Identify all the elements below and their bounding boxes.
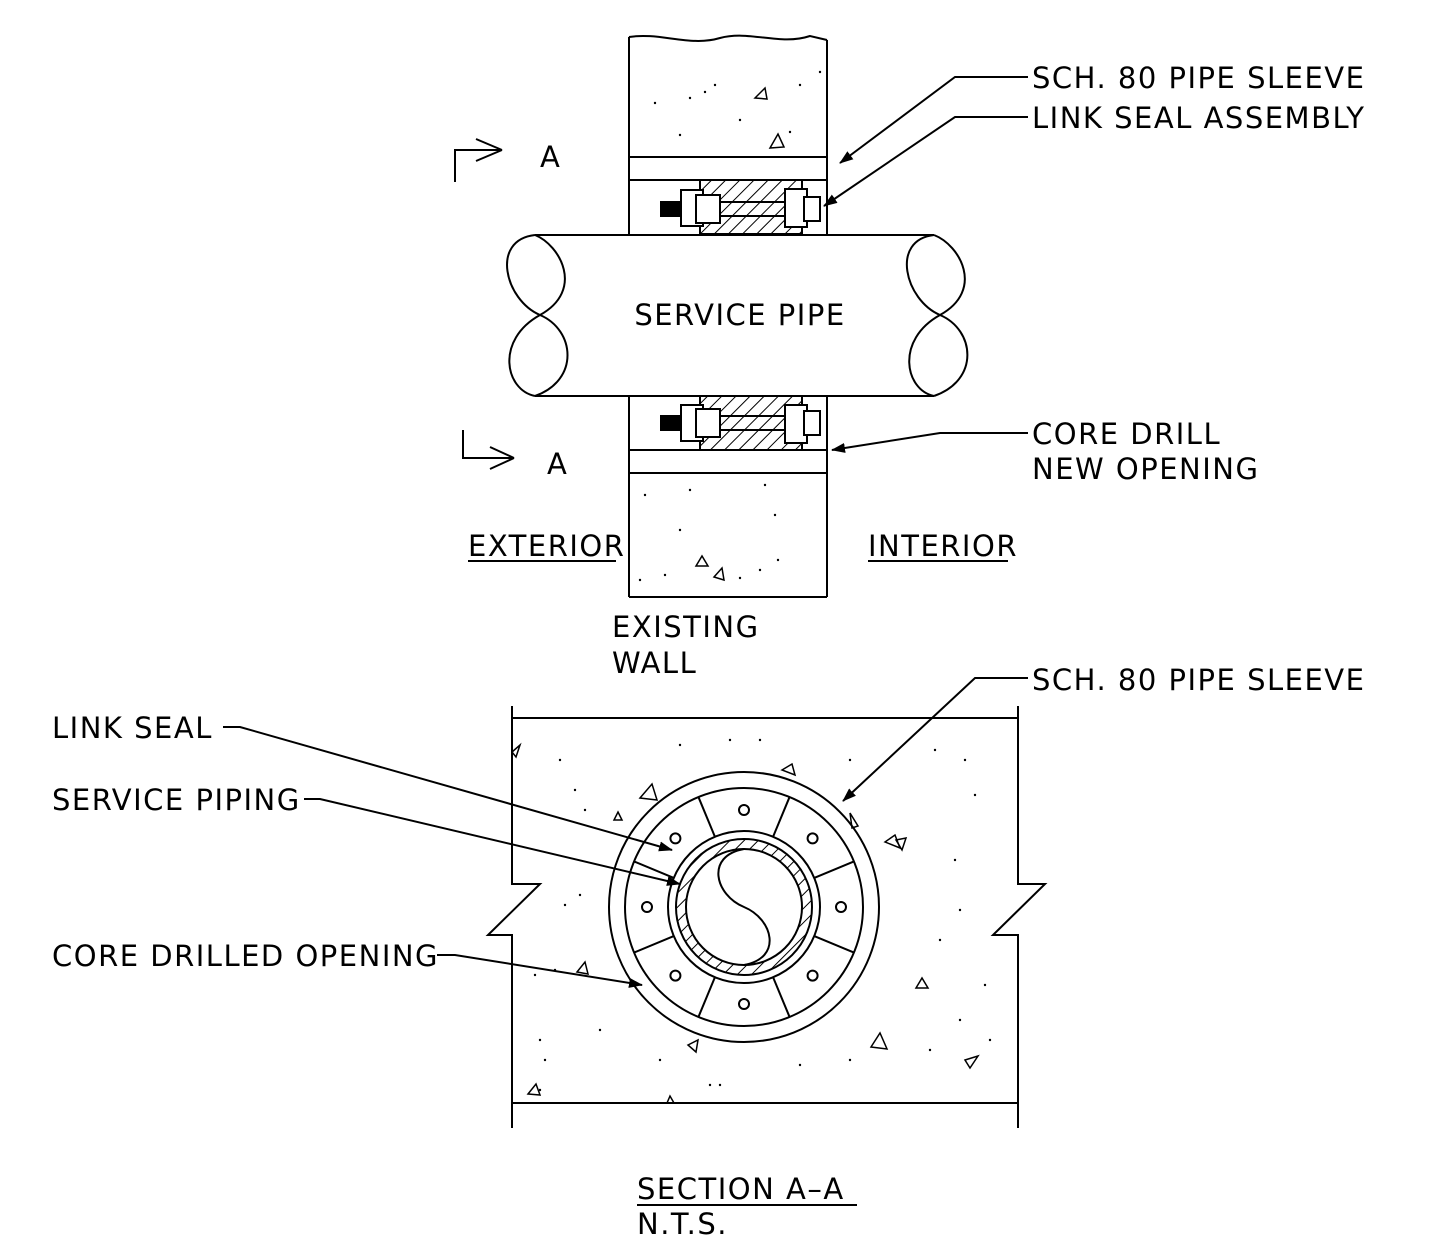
- callout-sleeve-elevation: SCH. 80 PIPE SLEEVE: [839, 61, 1365, 164]
- link-seal-lower: [660, 395, 821, 451]
- link-seal-bolt: [641, 901, 653, 913]
- section-view: SCH. 80 PIPE SLEEVE LINK SEAL SERVICE PI…: [52, 663, 1365, 1240]
- elevation-view: SERVICE PIPE A A SCH. 80 PIPE SLEEVE LIN…: [454, 34, 1366, 680]
- section-mark-bottom-letter: A: [547, 447, 568, 481]
- service-piping-section: [675, 838, 813, 976]
- section-title: SECTION A–A: [637, 1172, 845, 1206]
- section-mark-bottom: A: [462, 430, 568, 481]
- section-mark-top: A: [454, 138, 561, 182]
- link-seal-bolt: [738, 998, 750, 1010]
- callout-core-drilled-opening-text: CORE DRILLED OPENING: [52, 939, 439, 973]
- callout-sleeve-text: SCH. 80 PIPE SLEEVE: [1032, 61, 1365, 95]
- callout-link-seal: LINK SEAL: [52, 711, 673, 852]
- callout-link-seal-text: LINK SEAL: [52, 711, 213, 745]
- callout-sleeve-section-text: SCH. 80 PIPE SLEEVE: [1032, 663, 1365, 697]
- callout-service-piping: SERVICE PIPING: [52, 783, 681, 886]
- callout-link-seal-assembly-text: LINK SEAL ASSEMBLY: [1032, 101, 1366, 135]
- exterior-label: EXTERIOR: [468, 529, 625, 563]
- section-concrete-stipple: [510, 738, 992, 1104]
- callout-link-seal-assembly: LINK SEAL ASSEMBLY: [823, 101, 1366, 207]
- link-seal-divider: [697, 976, 716, 1018]
- link-seal-bolt: [669, 832, 682, 845]
- core-drilled-opening-circle: [608, 771, 880, 1043]
- service-pipe: SERVICE PIPE: [506, 234, 969, 397]
- link-seal-segment-dividers: [633, 796, 855, 1018]
- section-mark-top-letter: A: [540, 140, 561, 174]
- link-seal-divider: [772, 796, 791, 838]
- concrete-stipple-bottom: [638, 483, 780, 582]
- callout-core-drill-line2: NEW OPENING: [1032, 452, 1259, 486]
- link-seal-divider: [813, 860, 855, 879]
- link-seal-divider: [697, 796, 716, 838]
- link-seal-bolt: [835, 901, 847, 913]
- concrete-stipple-top: [653, 70, 822, 149]
- link-seal-divider: [813, 935, 855, 954]
- link-seal-divider: [772, 976, 791, 1018]
- callout-core-drill-line1: CORE DRILL: [1032, 417, 1221, 451]
- section-wall: [485, 706, 1048, 1128]
- link-seal-divider: [633, 935, 675, 954]
- scale-note: N.T.S.: [637, 1207, 728, 1240]
- callout-service-piping-text: SERVICE PIPING: [52, 783, 301, 817]
- link-seal-bolt: [806, 832, 819, 845]
- existing-wall-label-line1: EXISTING: [612, 610, 760, 644]
- link-seal-ring: [624, 787, 864, 1027]
- link-seal-divider: [633, 860, 675, 879]
- link-seal-bolt: [738, 804, 750, 816]
- link-seal-bolt: [806, 969, 819, 982]
- link-seal-bolt: [669, 969, 682, 982]
- link-seal-bolts: [641, 804, 847, 1010]
- callout-sleeve-section: SCH. 80 PIPE SLEEVE: [842, 663, 1365, 802]
- callout-core-drill: CORE DRILL NEW OPENING: [831, 417, 1259, 486]
- service-pipe-label: SERVICE PIPE: [634, 298, 845, 332]
- callout-core-drilled-opening: CORE DRILLED OPENING: [52, 939, 643, 988]
- existing-wall-label-line2: WALL: [612, 646, 697, 680]
- link-seal-upper: [660, 179, 821, 235]
- interior-label: INTERIOR: [868, 529, 1018, 563]
